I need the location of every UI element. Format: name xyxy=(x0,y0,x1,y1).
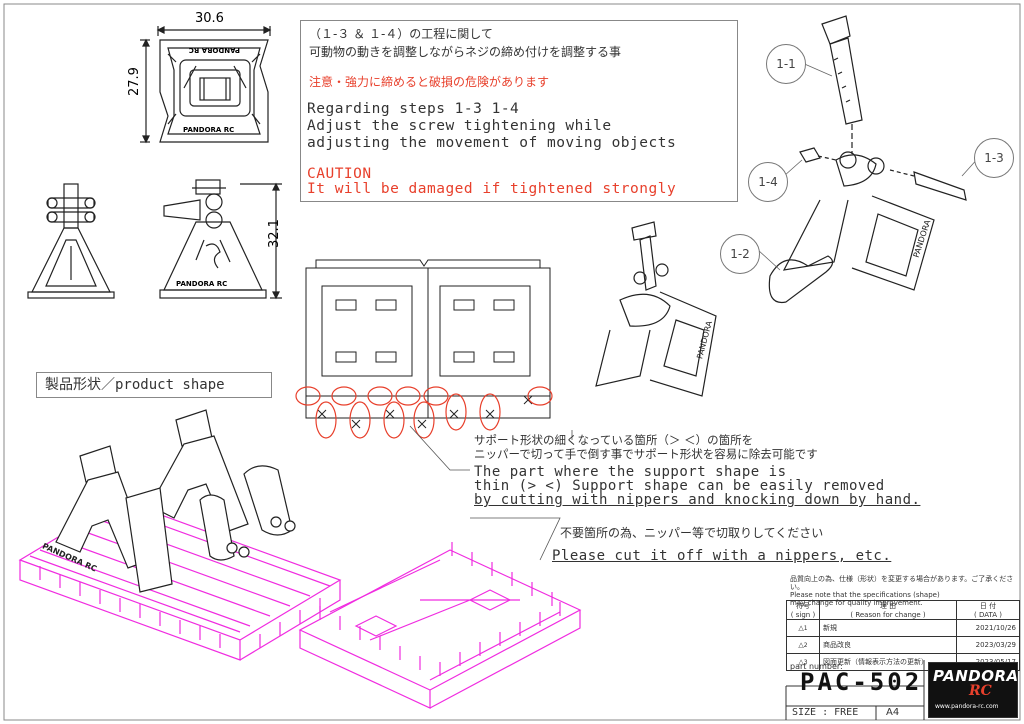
note-en-line3: adjusting the movement of moving objects xyxy=(307,135,677,151)
note-en-caution: CAUTION xyxy=(307,166,372,182)
notice-jp: 品質向上の為、仕様（形状）を変更する場合があります。ご了承ください。 xyxy=(790,575,1014,591)
support-cut-highlights xyxy=(295,386,553,439)
support-note-en2: thin (> <) Support shape can be easily r… xyxy=(474,478,885,494)
revision-row: △2 商品改良 2023/03/29 xyxy=(786,636,1020,654)
rev-header-date: 日 付 ( DATA ) xyxy=(956,600,1020,620)
iso-jack-stand: PANDORA xyxy=(595,221,717,397)
brand-name: PANDORA xyxy=(933,667,1019,685)
brand-sub: RC xyxy=(969,683,992,699)
assembly-note-box: （１-３ ＆ １-４）の工程に関して 可動物の動きを調整しながらネジの締め付けを… xyxy=(300,20,738,202)
note-jp-body: 可動物の動きを調整しながらネジの締め付けを調整する事 xyxy=(309,45,622,59)
rev-reason: 商品改良 xyxy=(819,636,957,654)
note-jp-heading: （１-３ ＆ １-４）の工程に関して xyxy=(309,27,493,41)
support-note-en3: by cutting with nippers and knocking dow… xyxy=(474,492,921,508)
note-en-line1: Regarding steps 1-3 1-4 xyxy=(307,101,520,117)
callout-leaders xyxy=(757,61,981,271)
embossed-top: PANDORA RC xyxy=(189,46,240,54)
front-view xyxy=(27,183,115,299)
dim-height-side: 32.1 xyxy=(267,219,282,248)
rev-header-sign: 符号 ( sign ) xyxy=(786,600,820,620)
rev-sign: △2 xyxy=(786,636,820,654)
support-note-jp1: サポート形状の細くなっている箇所（＞ ＜）の箇所を xyxy=(474,433,754,447)
rev-date: 2021/10/26 xyxy=(956,619,1020,637)
note-en-line2: Adjust the screw tightening while xyxy=(307,118,612,134)
cut-note-jp: 不要箇所の為、ニッパー等で切取りしてください xyxy=(560,526,824,540)
paper-size: A4 xyxy=(886,707,900,718)
callout-1-4: 1-4 xyxy=(748,162,788,202)
callout-1-3: 1-3 xyxy=(974,138,1014,178)
part-number: PAC-502 xyxy=(800,668,923,696)
svg-text:PANDORA: PANDORA xyxy=(912,218,933,258)
callout-1-2: 1-2 xyxy=(720,234,760,274)
brand-url: www.pandora-rc.com xyxy=(935,703,999,710)
rev-header-reason: 理 由 ( Reason for change ) xyxy=(819,600,957,620)
product-shape-parts xyxy=(55,409,296,593)
revision-row: △1 新規 2021/10/26 xyxy=(786,619,1020,637)
side-view xyxy=(159,179,282,300)
note-en-caution-body: It will be damaged if tightened strongly xyxy=(307,181,677,197)
support-grid xyxy=(305,259,551,429)
product-shape-label: 製品形状／product shape xyxy=(36,372,272,398)
top-view xyxy=(140,26,272,144)
support-note-jp2: ニッパーで切って手で倒す事でサポート形状を容易に除去可能です xyxy=(474,447,818,461)
revision-table: 符号 ( sign ) 理 由 ( Reason for change ) 日 … xyxy=(786,600,1020,671)
brand-logo: PANDORA RC www.pandora-rc.com xyxy=(928,662,1018,718)
rev-date: 2023/03/29 xyxy=(956,636,1020,654)
size-label: SIZE : FREE xyxy=(792,707,859,718)
cut-note-en: Please cut it off with a nippers, etc. xyxy=(552,548,892,564)
support-note-en1: The part where the support shape is xyxy=(474,464,787,480)
leader-lines xyxy=(409,425,573,561)
notice-en1: Please note that the specifications (sha… xyxy=(790,591,940,599)
dim-height-top: 27.9 xyxy=(127,67,142,96)
rev-reason: 新規 xyxy=(819,619,957,637)
dim-width: 30.6 xyxy=(195,11,224,26)
callout-1-1: 1-1 xyxy=(766,44,806,84)
note-jp-caution: 注意・強力に締めると破損の危険があります xyxy=(309,75,550,89)
part-number-label: part number: xyxy=(790,662,843,671)
cut-off-support xyxy=(298,542,582,709)
embossed-bottom: PANDORA RC xyxy=(183,126,234,134)
embossed-side: PANDORA RC xyxy=(176,280,227,288)
rev-sign: △1 xyxy=(786,619,820,637)
